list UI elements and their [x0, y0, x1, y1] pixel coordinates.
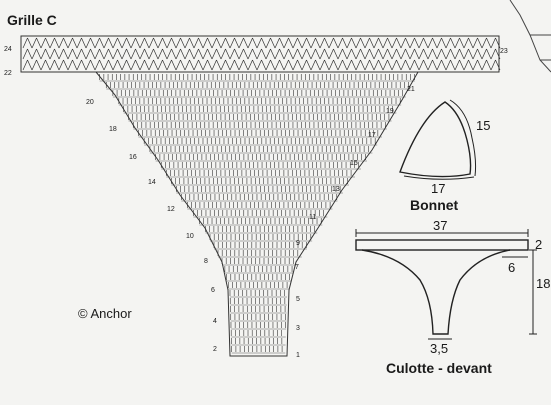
chart-title: Grille C	[7, 12, 57, 28]
row-label-3: 3	[296, 325, 300, 332]
bonnet-shape	[399, 99, 477, 180]
row-label-12: 12	[167, 206, 175, 213]
culotte-height-dimension: 18	[536, 276, 551, 291]
culotte-band-dimension: 2	[535, 237, 543, 252]
row-label-4: 4	[213, 318, 217, 325]
culotte-band	[355, 239, 529, 251]
row-label-5: 5	[296, 296, 300, 303]
culotte-width-dimension: 37	[433, 218, 448, 233]
row-label-21: 21	[407, 86, 415, 93]
row-label-15: 15	[350, 160, 358, 167]
row-label-19: 19	[386, 108, 394, 115]
row-label-23: 23	[500, 48, 508, 55]
row-label-9: 9	[296, 240, 300, 247]
row-label-20: 20	[86, 99, 94, 106]
row-label-11: 11	[309, 214, 317, 221]
row-label-7: 7	[295, 264, 299, 271]
row-label-16: 16	[129, 154, 137, 161]
culotte-shape	[355, 229, 537, 340]
bonnet-base-dimension: 17	[431, 181, 446, 196]
chart-fragment-top-right	[509, 0, 551, 73]
row-label-14: 14	[148, 179, 156, 186]
row-label-1: 1	[296, 352, 300, 359]
crochet-chart	[20, 35, 501, 357]
row-label-6: 6	[211, 287, 215, 294]
chart-top-band	[20, 35, 500, 73]
culotte-body	[361, 249, 511, 335]
row-label-24: 24	[4, 46, 12, 53]
row-label-10: 10	[186, 233, 194, 240]
copyright-credit: © Anchor	[78, 306, 132, 321]
culotte-offset-dimension: 6	[508, 260, 516, 275]
bonnet-side-dimension: 15	[476, 118, 491, 133]
row-label-22: 22	[4, 70, 12, 77]
chart-outline	[95, 71, 419, 357]
row-label-8: 8	[204, 258, 208, 265]
culotte-crotch-dimension: 3,5	[430, 341, 449, 356]
row-label-2: 2	[213, 346, 217, 353]
chart-stitch-columns	[99, 74, 415, 354]
chart-zigzag-rows	[22, 37, 501, 71]
culotte-title: Culotte - devant	[386, 360, 492, 376]
row-label-13: 13	[332, 186, 340, 193]
row-label-17: 17	[368, 132, 376, 139]
bonnet-title: Bonnet	[410, 197, 459, 213]
row-label-18: 18	[109, 126, 117, 133]
